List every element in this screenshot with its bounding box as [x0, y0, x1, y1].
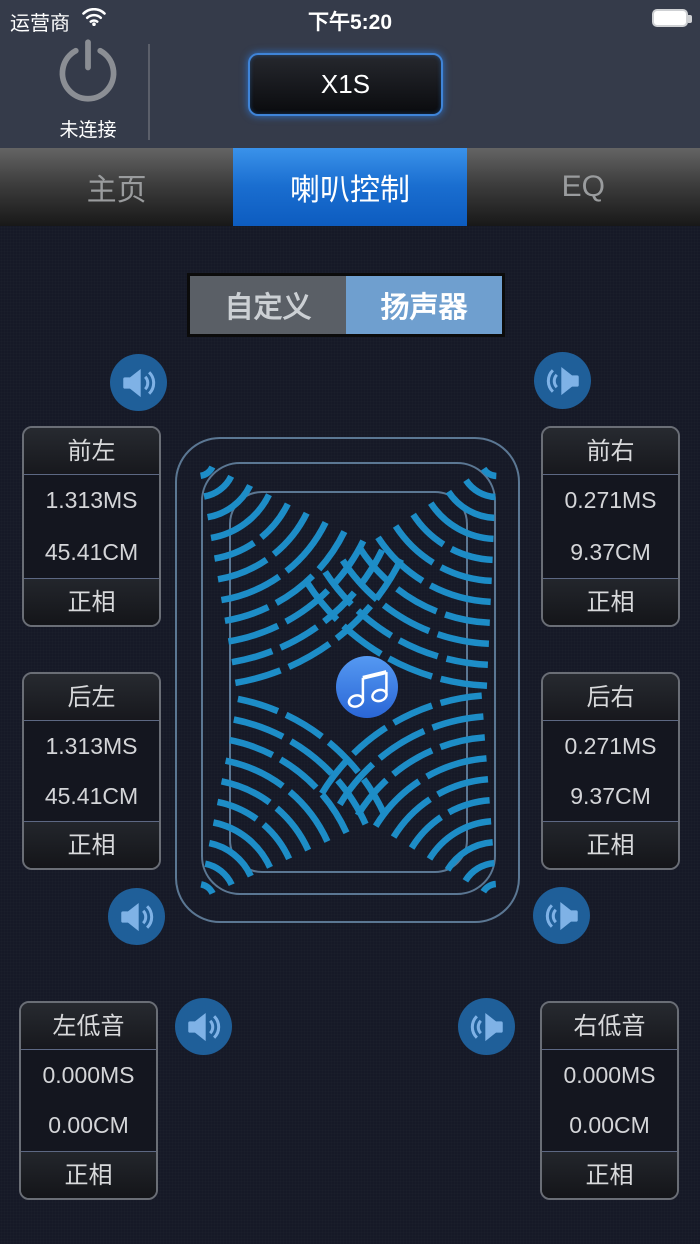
- phase-button[interactable]: 正相: [24, 578, 159, 625]
- volume-button-rear-left[interactable]: [108, 888, 165, 945]
- phase-button[interactable]: 正相: [543, 578, 678, 625]
- tab-speaker-control[interactable]: 喇叭控制: [233, 148, 467, 226]
- segment-speaker[interactable]: 扬声器: [346, 276, 502, 334]
- speaker-name: 右低音: [542, 1003, 677, 1050]
- connect-button[interactable]: 未连接: [47, 36, 129, 142]
- speaker-panel-front-left[interactable]: 前左 1.313MS 45.41CM 正相: [22, 426, 161, 627]
- sound-wave-arcs: [199, 465, 497, 896]
- connection-status-label: 未连接: [59, 120, 117, 141]
- volume-button-front-right[interactable]: [534, 352, 591, 409]
- speaker-name: 后右: [543, 674, 678, 721]
- header: 运营商 下午5:20 未连接 X1S: [0, 0, 700, 148]
- tab-eq[interactable]: EQ: [561, 170, 605, 203]
- power-icon: [52, 39, 124, 112]
- volume-button-sub-left[interactable]: [175, 998, 232, 1055]
- delay-value[interactable]: 0.271MS: [564, 732, 657, 759]
- speaker-name: 前右: [543, 428, 678, 475]
- speaker-name: 前左: [24, 428, 159, 475]
- distance-value[interactable]: 45.41CM: [44, 538, 139, 565]
- music-note-icon: [336, 656, 398, 718]
- speaker-panel-rear-right[interactable]: 后右 0.271MS 9.37CM 正相: [541, 672, 680, 870]
- distance-value[interactable]: 0.00CM: [569, 1112, 650, 1139]
- speaker-volume-icon: [186, 1009, 222, 1045]
- speaker-panel-sub-right[interactable]: 右低音 0.000MS 0.00CM 正相: [540, 1001, 679, 1200]
- cabin-outline-rects: [175, 437, 520, 923]
- speaker-panel-sub-left[interactable]: 左低音 0.000MS 0.00CM 正相: [19, 1001, 158, 1200]
- volume-button-rear-right[interactable]: [533, 887, 590, 944]
- volume-button-front-left[interactable]: [110, 354, 167, 411]
- speaker-panel-rear-left[interactable]: 后左 1.313MS 45.41CM 正相: [22, 672, 161, 870]
- distance-value[interactable]: 0.00CM: [48, 1112, 129, 1139]
- distance-value[interactable]: 45.41CM: [44, 782, 139, 809]
- phase-button[interactable]: 正相: [543, 821, 678, 868]
- battery-icon: [652, 9, 692, 27]
- speaker-name: 左低音: [21, 1003, 156, 1050]
- delay-value[interactable]: 0.000MS: [42, 1061, 135, 1088]
- speaker-volume-icon: [119, 899, 155, 935]
- distance-value[interactable]: 9.37CM: [570, 782, 651, 809]
- delay-value[interactable]: 0.000MS: [563, 1061, 656, 1088]
- tab-home[interactable]: 主页: [86, 174, 147, 207]
- clock: 下午5:20: [307, 11, 393, 34]
- tab-bar: 主页 喇叭控制 EQ: [0, 148, 700, 226]
- speaker-volume-icon: [544, 898, 580, 934]
- speaker-volume-icon: [469, 1009, 505, 1045]
- phase-button[interactable]: 正相: [21, 1151, 156, 1198]
- speaker-name: 后左: [24, 674, 159, 721]
- speaker-panel-front-right[interactable]: 前右 0.271MS 9.37CM 正相: [541, 426, 680, 627]
- mode-segmented-control: 自定义 扬声器: [187, 273, 505, 337]
- delay-value[interactable]: 1.313MS: [45, 487, 138, 514]
- speaker-control-page: 自定义 扬声器: [0, 226, 700, 1244]
- segment-custom[interactable]: 自定义: [190, 276, 346, 334]
- volume-button-sub-right[interactable]: [458, 998, 515, 1055]
- carrier-label: 运营商: [10, 13, 70, 35]
- phase-button[interactable]: 正相: [542, 1151, 677, 1198]
- status-bar: 运营商 下午5:20: [0, 0, 700, 35]
- phase-button[interactable]: 正相: [24, 821, 159, 868]
- wifi-icon: [82, 7, 106, 31]
- delay-value[interactable]: 1.313MS: [45, 732, 138, 759]
- distance-value[interactable]: 9.37CM: [570, 538, 651, 565]
- speaker-volume-icon: [121, 365, 157, 401]
- header-divider: [148, 44, 150, 140]
- device-name-button[interactable]: X1S: [248, 53, 443, 116]
- speaker-volume-icon: [545, 363, 581, 399]
- delay-value[interactable]: 0.271MS: [564, 487, 657, 514]
